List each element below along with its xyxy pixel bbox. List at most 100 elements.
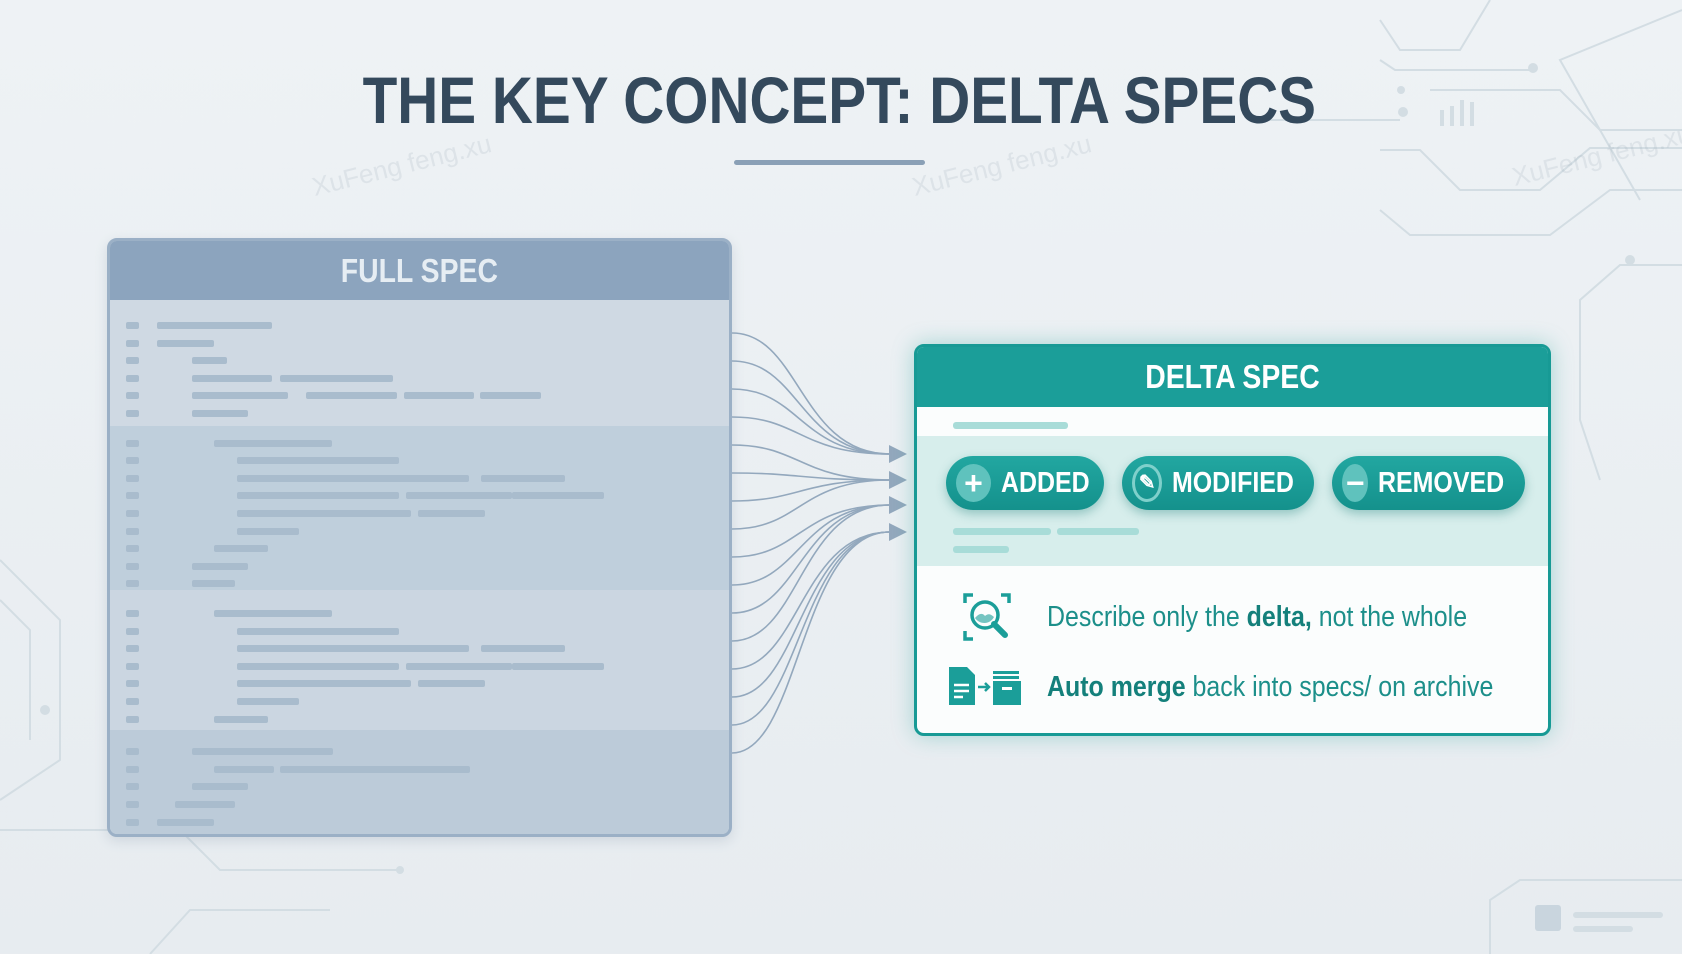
line-number <box>126 527 139 535</box>
point-text: Auto merge back into specs/ on archive <box>1047 671 1493 704</box>
line-number <box>126 357 139 365</box>
code-line <box>237 457 347 465</box>
connector-curve <box>731 504 891 558</box>
code-line <box>331 457 399 465</box>
line-number <box>126 715 139 723</box>
arrowhead-icon <box>889 445 907 463</box>
page-title: THE KEY CONCEPT: DELTA SPECS <box>362 63 1317 137</box>
connector-curve <box>731 504 891 642</box>
full-spec-header: FULL SPEC <box>110 241 729 300</box>
spec-section-band <box>110 590 729 730</box>
code-line <box>406 492 512 500</box>
code-line <box>331 627 399 635</box>
code-line <box>237 527 299 535</box>
line-number <box>126 562 139 570</box>
line-number <box>126 610 139 617</box>
code-line <box>192 374 272 382</box>
plus-circle-icon: + <box>956 464 991 502</box>
line-number <box>126 765 139 773</box>
line-number <box>126 680 139 688</box>
code-line <box>315 510 411 517</box>
code-line <box>237 698 299 705</box>
connector-curve <box>731 504 891 586</box>
point-auto-merge: Auto merge back into specs/ on archive <box>917 667 1548 707</box>
line-number <box>126 339 139 347</box>
line-number <box>126 457 139 465</box>
line-number <box>126 510 139 517</box>
code-line <box>214 715 268 723</box>
point-describe-delta: Describe only the delta, not the whole <box>917 593 1548 641</box>
code-line <box>404 392 474 400</box>
connector-curve <box>731 416 891 455</box>
edit-refresh-icon: ✎ <box>1132 464 1163 502</box>
code-line <box>418 680 485 688</box>
spec-section-band <box>110 426 729 590</box>
code-line <box>192 562 248 570</box>
connector-curve <box>731 472 891 481</box>
modified-label: MODIFIED <box>1172 466 1295 499</box>
code-line <box>280 765 421 773</box>
code-line <box>157 322 272 329</box>
line-number <box>126 627 139 635</box>
code-line <box>480 392 541 400</box>
code-line <box>192 580 235 588</box>
connector-curve <box>731 531 891 754</box>
code-line <box>214 765 274 773</box>
code-line <box>192 783 248 791</box>
line-number <box>126 410 139 417</box>
line-number <box>126 322 139 329</box>
code-line <box>315 662 399 670</box>
code-line <box>192 392 288 400</box>
connector-curve <box>731 479 891 502</box>
code-line <box>418 510 485 517</box>
code-line <box>311 645 469 653</box>
placeholder-line <box>953 528 1051 535</box>
code-line <box>311 474 469 482</box>
code-line <box>214 545 268 553</box>
delta-spec-header: DELTA SPEC <box>917 347 1548 407</box>
line-number <box>126 392 139 400</box>
point-text: Describe only the delta, not the whole <box>1047 601 1467 634</box>
line-number <box>126 492 139 500</box>
code-line <box>192 410 248 417</box>
removed-badge: − REMOVED <box>1332 456 1525 510</box>
modified-badge: ✎ MODIFIED <box>1122 456 1314 510</box>
added-label: ADDED <box>1000 466 1090 499</box>
delta-spec-title: DELTA SPEC <box>1145 358 1320 395</box>
removed-label: REMOVED <box>1378 466 1505 499</box>
arrowhead-icon <box>889 471 907 489</box>
line-number <box>126 662 139 670</box>
code-line <box>315 492 399 500</box>
line-number <box>126 818 139 826</box>
full-spec-panel: FULL SPEC <box>107 238 732 837</box>
code-line <box>414 765 470 773</box>
code-line <box>237 474 316 482</box>
line-number <box>126 474 139 482</box>
magnify-scan-icon <box>963 593 1011 641</box>
text-emphasis: Auto merge <box>1047 670 1186 703</box>
minus-circle-icon: − <box>1342 464 1369 502</box>
line-number <box>126 374 139 382</box>
line-number <box>126 580 139 588</box>
code-line <box>157 339 214 347</box>
code-line <box>214 439 332 447</box>
connector-curve <box>731 479 891 530</box>
added-badge: + ADDED <box>946 456 1104 510</box>
text-part: not the whole <box>1311 600 1468 633</box>
spec-section-band <box>110 730 729 834</box>
code-line <box>192 748 333 756</box>
delta-spec-panel: DELTA SPEC + ADDED ✎ MODIFIED − REMOVED … <box>914 344 1551 736</box>
connector-curve <box>731 531 891 670</box>
code-line <box>306 392 397 400</box>
line-number <box>126 439 139 447</box>
arrowhead-icon <box>889 523 907 541</box>
line-number <box>126 645 139 653</box>
code-line <box>237 627 347 635</box>
text-emphasis: delta, <box>1246 600 1312 633</box>
code-line <box>237 645 316 653</box>
connector-curve <box>731 444 891 481</box>
code-line <box>481 645 565 653</box>
line-number <box>126 698 139 705</box>
